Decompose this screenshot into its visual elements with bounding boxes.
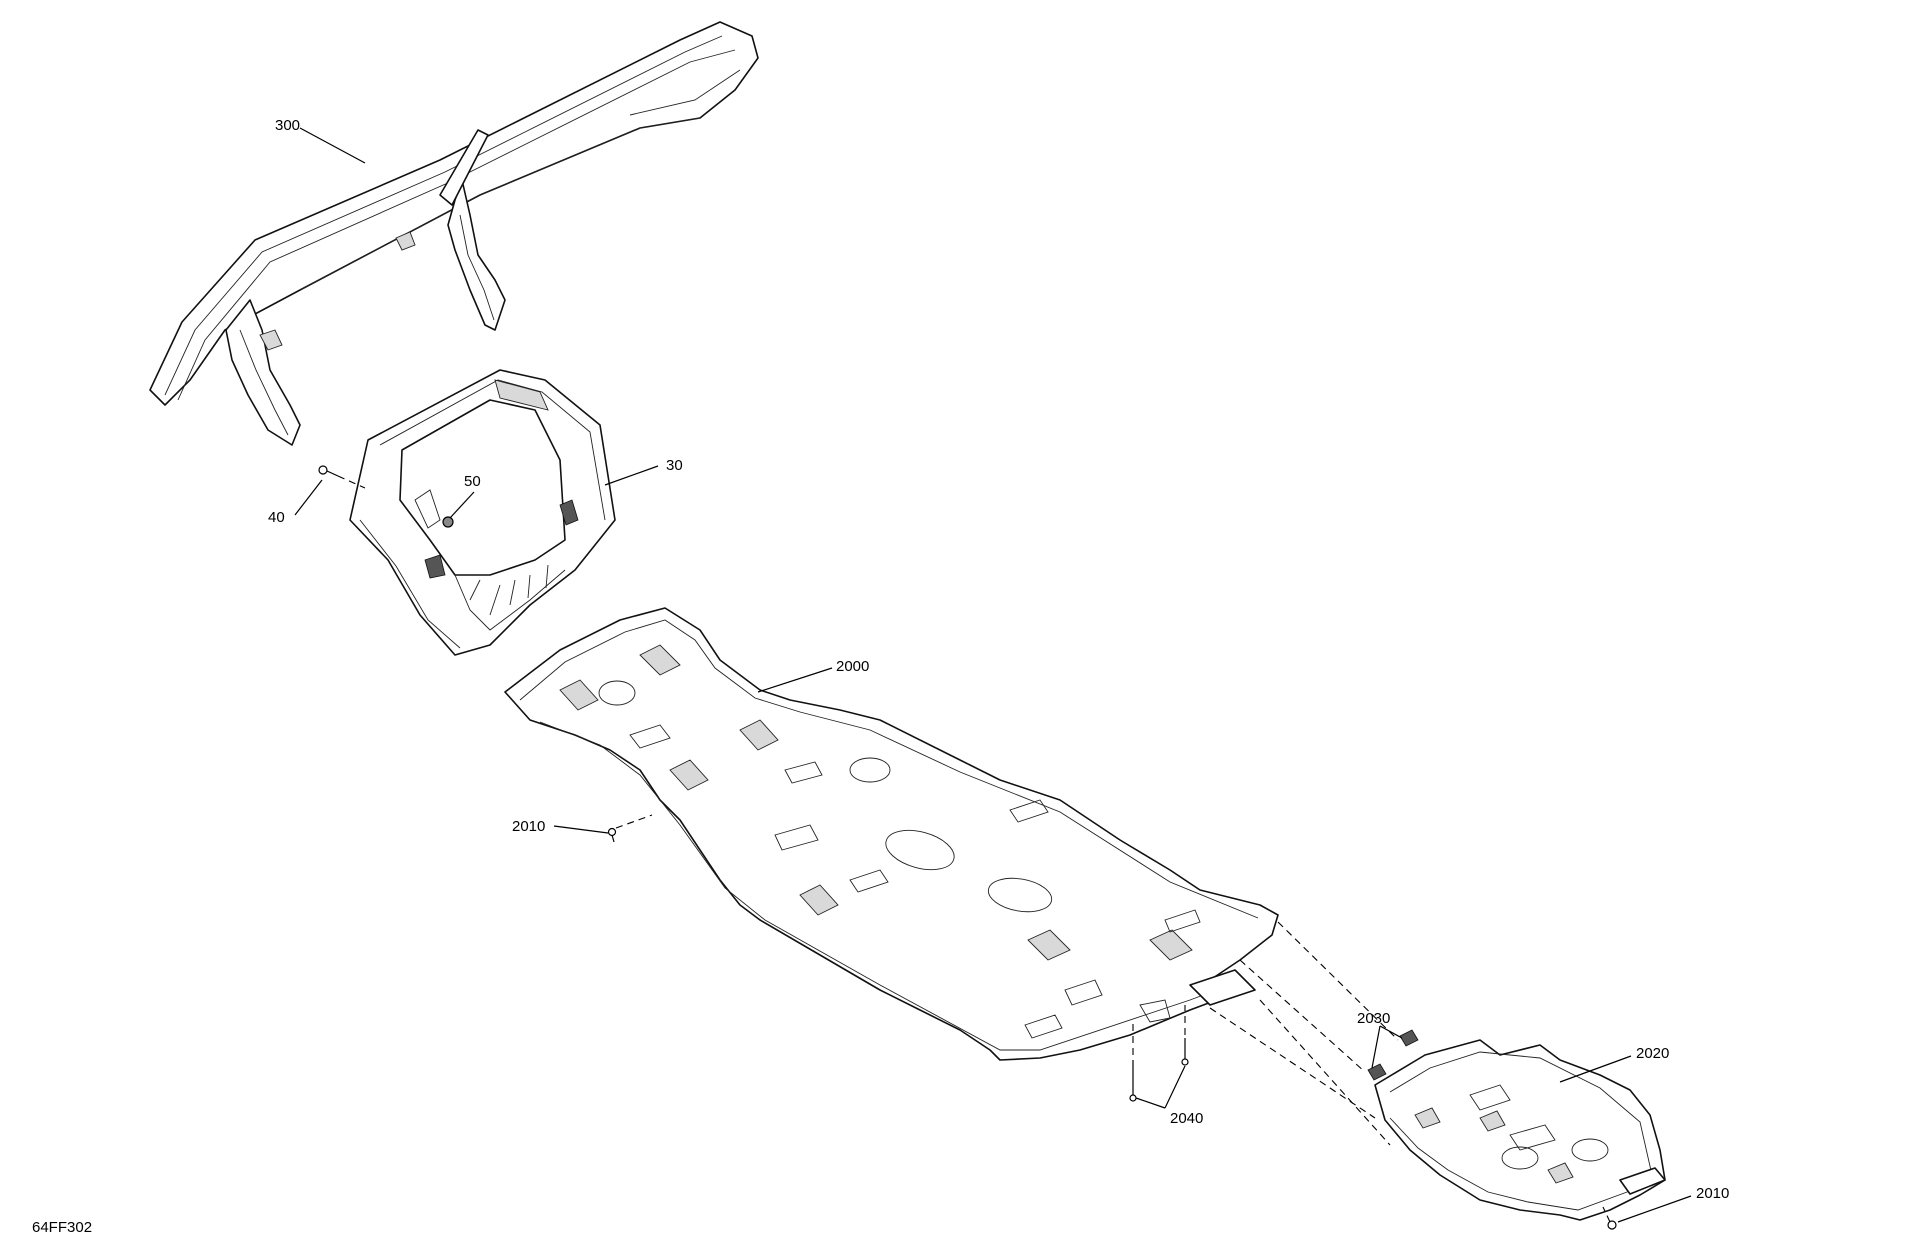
callout-2000: 2000 (836, 658, 869, 675)
callout-2010-left: 2010 (512, 818, 545, 835)
part-2010-screw-left (607, 814, 653, 843)
callout-40: 40 (268, 509, 285, 526)
part-50-nut (442, 516, 454, 528)
part-2000-main-skid-plate (504, 607, 1279, 1061)
callout-2040: 2040 (1170, 1110, 1203, 1127)
figure-code: 64FF302 (32, 1219, 92, 1236)
callout-leaders (294, 127, 1692, 1223)
alignment-lines (1209, 921, 1399, 1146)
callout-30: 30 (666, 457, 683, 474)
callout-2020: 2020 (1636, 1045, 1669, 1062)
part-2010-screw-right (1602, 1206, 1617, 1230)
callout-2010-right: 2010 (1696, 1185, 1729, 1202)
callout-300: 300 (275, 117, 300, 134)
part-300-front-bumper (149, 21, 759, 446)
part-40-screw (318, 465, 366, 489)
callout-50: 50 (464, 473, 481, 490)
part-2020-rear-skid-plate (1374, 1039, 1666, 1221)
part-30-front-frame (349, 369, 616, 656)
callout-2030: 2030 (1357, 1010, 1390, 1027)
